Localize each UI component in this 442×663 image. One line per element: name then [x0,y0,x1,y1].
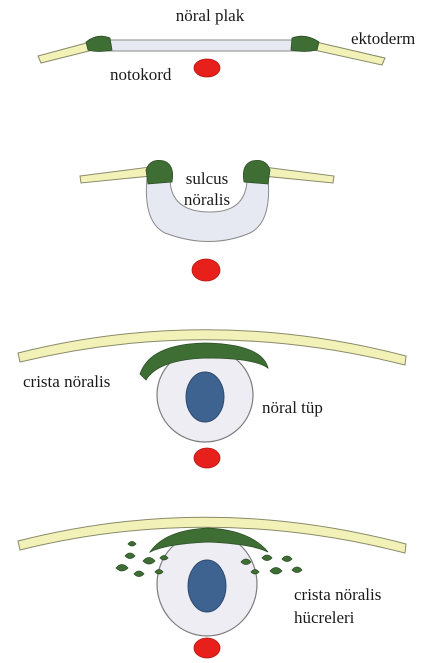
crest-cell [125,553,135,559]
ectoderm-right [263,167,334,183]
neural-tube-lumen [186,372,224,422]
crest-cell [292,567,302,573]
crest-cell [134,571,144,577]
notochord [194,59,220,77]
ectoderm-left [80,167,151,183]
neural-crest-cells-label-line2: hücreleri [294,608,355,627]
stage-1-neural-plate: nöral plak ektoderm notokord [38,6,415,84]
neural-crest-label: crista nöralis [23,372,110,391]
notochord [194,638,220,658]
neural-groove-label-line2: nöralis [184,190,230,209]
neural-tube-lumen [188,560,226,612]
neural-crest-right [291,36,319,51]
stage-3-neural-tube: crista nöralis nöral tüp [18,330,406,468]
neural-crest-right [243,160,270,184]
crest-cell [143,558,155,565]
crest-cell [116,565,128,572]
ectoderm-label: ektoderm [351,29,415,48]
crest-cell [262,555,272,561]
neural-plate [100,40,306,51]
neural-tube-label: nöral tüp [262,398,323,417]
ectoderm-left [38,42,93,63]
notochord [192,259,220,281]
neural-groove-label-line1: sulcus [186,169,229,188]
neural-crest-left [86,36,112,51]
crest-cell [128,542,136,547]
notochord-label: notokord [110,65,172,84]
stage-2-neural-groove: sulcus nöralis [80,160,334,281]
crest-cell [282,556,292,562]
neural-plate-label: nöral plak [176,6,245,25]
neural-crest-left [146,160,173,184]
crest-cell [270,568,282,575]
stage-4-neural-crest-cells: crista nöralis hücreleri [18,517,406,658]
notochord [194,448,220,468]
neural-crest-cells-label-line1: crista nöralis [294,585,381,604]
